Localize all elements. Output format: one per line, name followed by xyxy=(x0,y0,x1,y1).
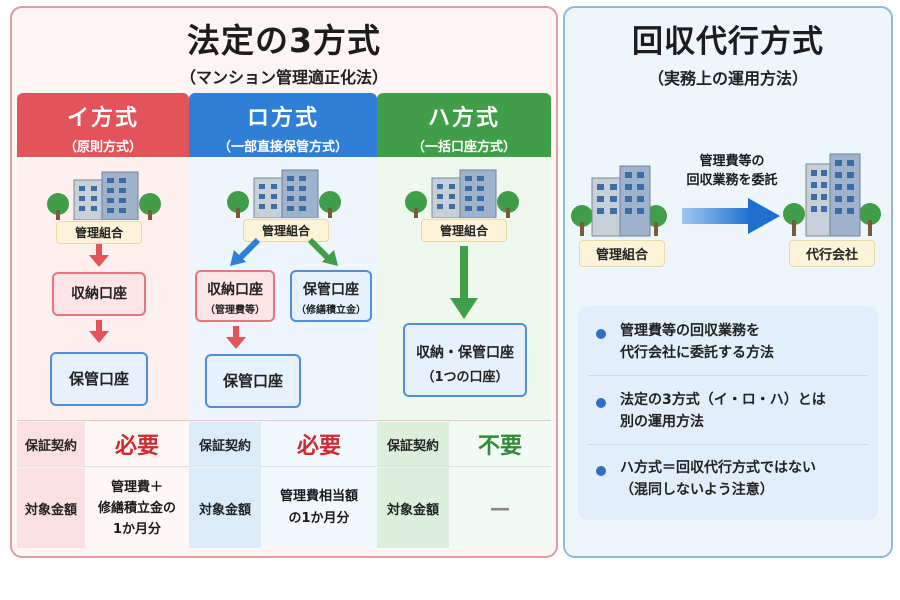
arrow-down-icon xyxy=(89,320,109,343)
association-label: 管理組合 xyxy=(243,219,329,242)
amount-value: — xyxy=(449,468,551,548)
amount-value: 管理費＋ 修繕積立金の 1か月分 xyxy=(85,468,189,548)
amount-line: 管理費＋ xyxy=(110,479,163,495)
association-label: 管理組合 xyxy=(579,240,665,267)
amount-line: 管理費相当額 xyxy=(279,489,358,504)
receipt-account-box: 収納口座 xyxy=(52,272,146,316)
arrow-right-icon xyxy=(682,198,780,234)
building-icon xyxy=(47,171,161,220)
note-line: ハ方式＝回収代行方式ではない xyxy=(620,460,816,476)
amount-key: 対象金額 xyxy=(377,468,449,548)
title: 法定の3方式 xyxy=(187,21,381,60)
note-line: 代行会社に委託する方法 xyxy=(620,345,774,361)
bullet-dot-icon xyxy=(596,466,606,476)
method-sub: （一部直接保管方式） xyxy=(217,140,348,155)
guarantee-key: 保証契約 xyxy=(17,422,85,466)
arrow-down-icon xyxy=(226,326,246,349)
notes-box xyxy=(578,306,878,520)
account-name: 収納・保管口座 xyxy=(416,345,514,361)
note-divider xyxy=(588,444,868,445)
method-name: ロ方式 xyxy=(246,106,319,131)
amount-key: 対象金額 xyxy=(189,468,261,548)
agency-label: 代行会社 xyxy=(789,240,875,267)
arrow-down-right-icon xyxy=(307,238,338,266)
note-line: 管理費等の回収業務を xyxy=(620,323,760,339)
association-label: 管理組合 xyxy=(421,219,507,242)
custody-account-box-repair: 保管口座 （修繕積立金） xyxy=(290,270,372,322)
note-item: 管理費等の回収業務を 代行会社に委託する方法 xyxy=(620,320,870,364)
method-sub: （一括口座方式） xyxy=(411,140,516,155)
amount-key: 対象金額 xyxy=(17,468,85,548)
note-line: 法定の3方式（イ・ロ・ハ）とは xyxy=(620,392,826,408)
amount-line: の1か月分 xyxy=(288,511,350,526)
account-note: （管理費等） xyxy=(205,305,265,316)
arrow-down-icon xyxy=(89,244,109,267)
amount-line: 修繕積立金の xyxy=(97,500,176,516)
receipt-account-box: 収納口座 （管理費等） xyxy=(195,270,275,322)
bullet-dot-icon xyxy=(596,398,606,408)
building-icon xyxy=(571,165,667,237)
account-note: （修繕積立金） xyxy=(296,305,366,316)
custody-account-box: 保管口座 xyxy=(205,354,301,408)
guarantee-key: 保証契約 xyxy=(377,422,449,466)
note-item: ハ方式＝回収代行方式ではない （混同しないよう注意） xyxy=(620,457,870,501)
table-top-divider xyxy=(17,420,551,421)
amount-value: 管理費相当額 の1か月分 xyxy=(261,468,377,548)
method-name: イ方式 xyxy=(66,106,139,131)
method-name: ハ方式 xyxy=(427,106,500,131)
account-note: （1つの口座） xyxy=(421,370,509,385)
account-name: 収納口座 xyxy=(207,282,263,298)
note-line: （混同しないよう注意） xyxy=(620,482,774,498)
building-icon xyxy=(783,153,881,237)
note-line: 別の運用方法 xyxy=(620,414,704,430)
amount-line: 1か月分 xyxy=(112,521,162,537)
table-row-divider xyxy=(17,466,551,467)
guarantee-value: 不要 xyxy=(449,422,551,466)
column-ro-header: ロ方式 （一部直接保管方式） xyxy=(189,93,377,157)
account-name: 保管口座 xyxy=(303,282,359,298)
subtitle: （マンション管理適正化法） xyxy=(179,68,388,87)
method-sub: （原則方式） xyxy=(63,140,142,155)
custody-account-box: 保管口座 xyxy=(50,352,148,406)
subtitle: （実務上の運用方法） xyxy=(647,69,808,88)
building-icon xyxy=(227,169,341,218)
arrow-caption: 管理費等の 回収業務を委託 xyxy=(672,152,792,190)
arrow-caption-line: 回収業務を委託 xyxy=(686,173,778,188)
note-item: 法定の3方式（イ・ロ・ハ）とは 別の運用方法 xyxy=(620,389,870,433)
column-ha-header: ハ方式 （一括口座方式） xyxy=(377,93,551,157)
note-divider xyxy=(588,375,868,376)
bullet-dot-icon xyxy=(596,329,606,339)
arrow-down-icon xyxy=(450,246,478,319)
column-i-header: イ方式 （原則方式） xyxy=(17,93,189,157)
arrow-down-left-icon xyxy=(230,238,261,266)
arrow-caption-line: 管理費等の xyxy=(699,154,765,169)
combined-account-box: 収納・保管口座 （1つの口座） xyxy=(403,323,527,397)
title: 回収代行方式 xyxy=(632,24,824,60)
guarantee-value: 必要 xyxy=(85,422,189,466)
guarantee-key: 保証契約 xyxy=(189,422,261,466)
collection-agency-title: 回収代行方式 （実務上の運用方法） xyxy=(563,6,893,89)
legal-methods-title: 法定の3方式 （マンション管理適正化法） xyxy=(10,6,558,88)
association-label: 管理組合 xyxy=(56,221,142,244)
building-icon xyxy=(405,169,519,218)
guarantee-value: 必要 xyxy=(261,422,377,466)
